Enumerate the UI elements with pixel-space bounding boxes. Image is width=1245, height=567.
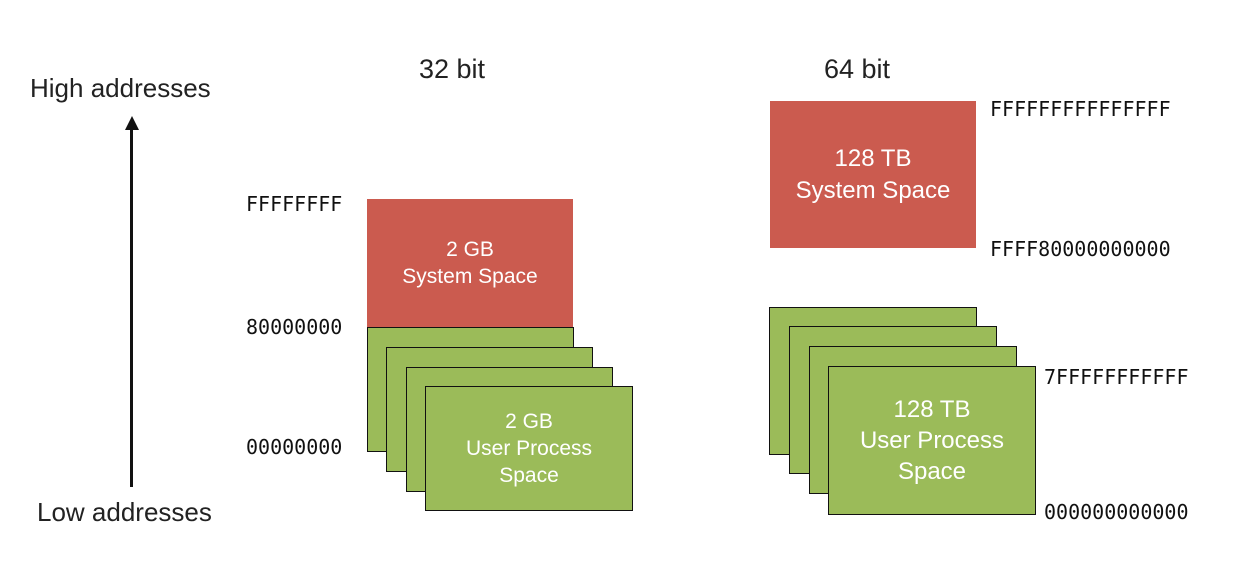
addr-64-top: FFFFFFFFFFFFFFF [990, 97, 1171, 121]
system-space-64-label: System Space [795, 176, 951, 204]
user-process-32-label-2: Space [499, 464, 559, 488]
addr-32-mid: 80000000 [246, 315, 343, 339]
low-addresses-label: Low addresses [37, 497, 212, 527]
addr-32-bottom: 00000000 [246, 435, 343, 459]
addr-64-sys-bottom: FFFF80000000000 [990, 237, 1171, 261]
high-addresses-label: High addresses [30, 73, 211, 103]
system-space-32-box: 2 GB System Space [367, 199, 573, 327]
system-space-32-size: 2 GB [446, 237, 494, 261]
user-process-32-label-1: User Process [465, 436, 593, 460]
user-process-32-box: 2 GB User Process Space [425, 386, 633, 511]
user-process-32-size: 2 GB [505, 409, 553, 433]
addr-64-bottom: 000000000000 [1044, 500, 1189, 524]
user-process-64-label-1: User Process [859, 426, 1005, 454]
system-space-64-box: 128 TB System Space [770, 101, 976, 248]
user-process-64-size: 128 TB [893, 395, 971, 423]
system-space-32-label: System Space [402, 265, 538, 288]
addr-32-top: FFFFFFFF [246, 192, 343, 216]
system-space-64-size: 128 TB [834, 145, 912, 173]
user-process-64-box: 128 TB User Process Space [828, 366, 1036, 515]
user-process-64-label-2: Space [897, 458, 967, 486]
address-axis-line [130, 128, 133, 487]
addr-64-user-top: 7FFFFFFFFFFF [1044, 365, 1189, 389]
title-64-bit: 64 bit [824, 54, 891, 84]
arrow-up-icon [125, 116, 139, 130]
title-32-bit: 32 bit [419, 54, 486, 84]
